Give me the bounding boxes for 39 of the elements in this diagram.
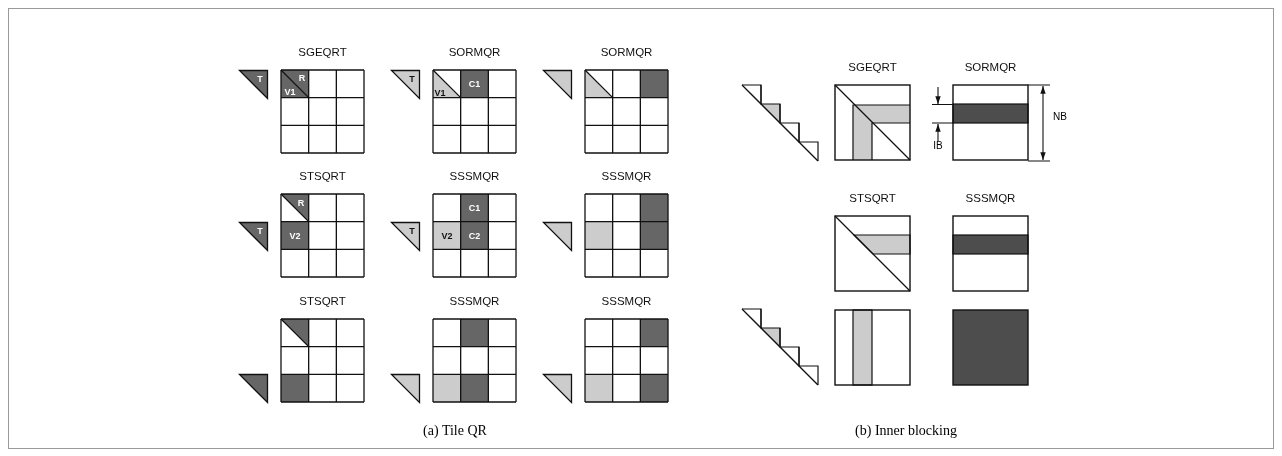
factor-label: T [409,226,415,236]
dimension-label: NB [1053,111,1067,122]
kernel-title: SSSMQR [448,295,501,307]
block-label: C2 [468,231,481,240]
kernel-title: SGEQRT [297,46,348,58]
kernel-title: STSQRT [298,295,347,307]
subfigure-caption: (b) Inner blocking [855,423,957,439]
kernel-title: SORMQR [963,61,1018,73]
block-label: C1 [468,203,481,213]
dimension-label: IB [933,140,943,151]
triangular-factor [391,70,420,99]
triangular-factor [543,221,572,251]
block-label: V2 [289,231,301,240]
triangular-factor [391,221,420,251]
subfigure-caption: (a) Tile QR [423,423,487,439]
triangular-factor [239,221,268,251]
triangular-factor [239,70,268,99]
kernel-title: SGEQRT [847,61,898,73]
kernel-title: SSSMQR [448,170,501,182]
triangular-factor [543,374,572,404]
kernel-title: SORMQR [599,46,654,58]
block-label: R [298,73,306,83]
kernel-title: SSSMQR [600,295,653,307]
block-label: V2 [441,231,453,240]
kernel-title: SORMQR [447,46,502,58]
kernel-title: SSSMQR [964,192,1017,204]
triangular-factor [543,70,572,99]
block-label: C1 [468,79,481,89]
factor-label: T [257,74,263,84]
block-label: V1 [284,87,296,97]
kernel-title: SSSMQR [600,170,653,182]
block-label: R [297,198,305,208]
kernel-title: STSQRT [848,192,897,204]
triangular-factor [239,374,268,404]
triangular-factor [391,374,420,404]
kernel-title: STSQRT [298,170,347,182]
factor-label: T [409,74,415,84]
factor-label: T [257,226,263,236]
block-label: V1 [434,88,446,98]
